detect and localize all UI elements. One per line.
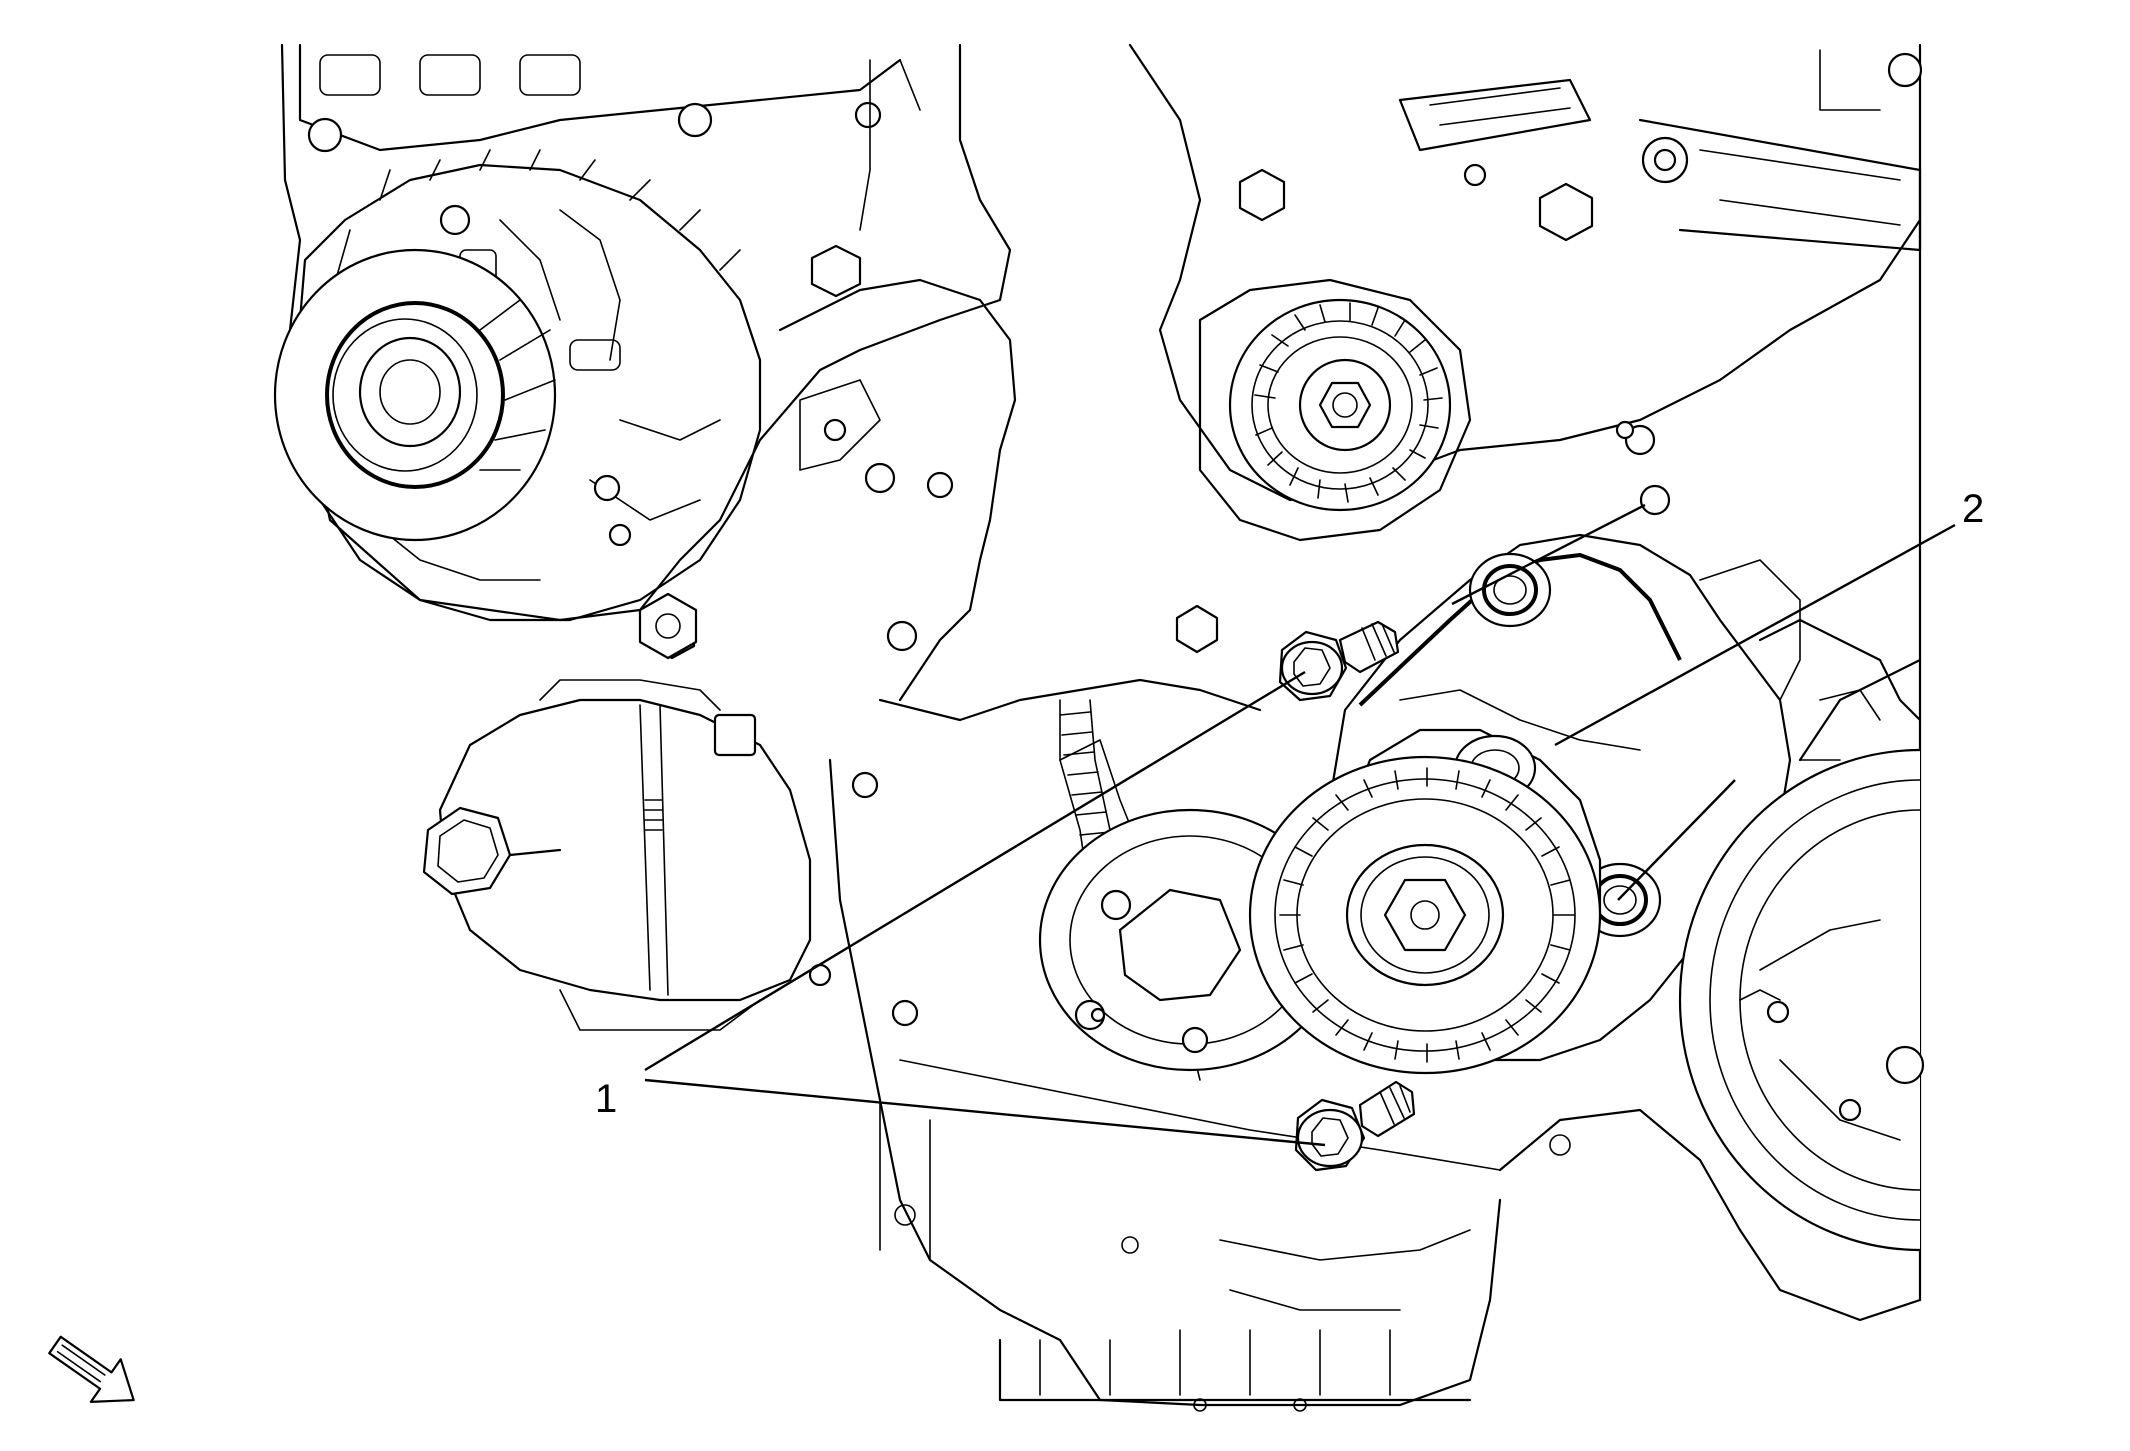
leader-1-lower bbox=[644, 1078, 1326, 1147]
tensioner-bolt-upper bbox=[1278, 620, 1400, 702]
callout-label-1: 1 bbox=[595, 1077, 617, 1121]
view-direction-arrow-icon bbox=[48, 1335, 135, 1403]
belt-tensioner bbox=[1248, 533, 1801, 1075]
idler-pulley bbox=[1198, 278, 1472, 542]
tensioner-bolt-lower bbox=[1294, 1080, 1416, 1172]
upper-cover bbox=[298, 43, 1923, 456]
alternator bbox=[273, 149, 762, 660]
ac-compressor bbox=[1678, 618, 1925, 1252]
engine-block bbox=[280, 43, 1922, 1412]
leader-extra-upper bbox=[1451, 503, 1646, 606]
callout-label-2: 2 bbox=[1962, 487, 1984, 531]
leader-extra-lower bbox=[1617, 779, 1736, 901]
oil-filter-housing bbox=[422, 679, 812, 1031]
leader-1-upper bbox=[644, 670, 1306, 1072]
leader-2 bbox=[1554, 523, 1956, 747]
leader-lines bbox=[644, 503, 1956, 1147]
